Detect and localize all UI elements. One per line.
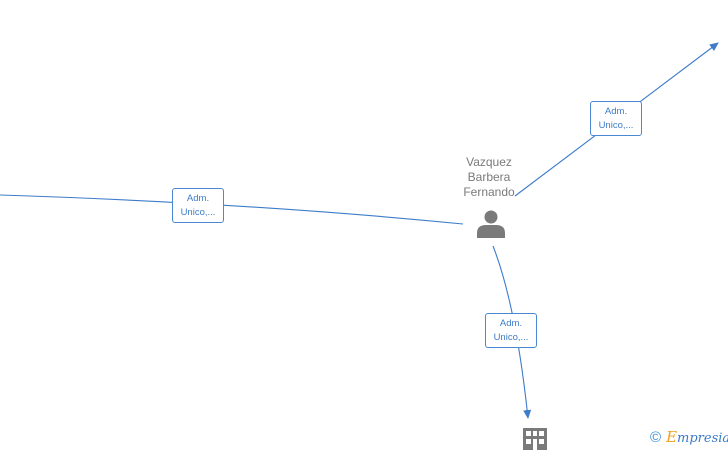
edge-left-line <box>0 194 464 225</box>
edge-label-bottom[interactable]: Adm. Unico,... <box>485 313 537 348</box>
edge-label-role-detail: Unico,... <box>598 120 634 131</box>
building-icon[interactable] <box>523 428 547 450</box>
person-name[interactable]: Vazquez Barbera Fernando <box>449 155 529 200</box>
edge-label-role-detail: Unico,... <box>493 332 529 343</box>
edge-label-role: Adm. <box>499 318 523 329</box>
edge-label-role-detail: Unico,... <box>180 207 216 218</box>
watermark: © Empresia <box>650 428 728 448</box>
person-name-line-2: Barbera <box>467 170 511 184</box>
person-name-line-3: Fernando <box>463 185 515 199</box>
brand-name-rest: mpresia <box>677 431 728 446</box>
person-icon[interactable] <box>476 209 506 239</box>
edge-label-top-right[interactable]: Adm. Unico,... <box>590 101 642 136</box>
edge-label-left[interactable]: Adm. Unico,... <box>172 188 224 223</box>
edge-label-role: Adm. <box>186 193 210 204</box>
brand-initial: E <box>666 428 678 446</box>
person-name-line-1: Vazquez <box>466 155 512 169</box>
brand-logo: Empresia <box>666 427 728 449</box>
copyright-symbol: © <box>650 429 662 446</box>
edge-label-role: Adm. <box>604 106 628 117</box>
